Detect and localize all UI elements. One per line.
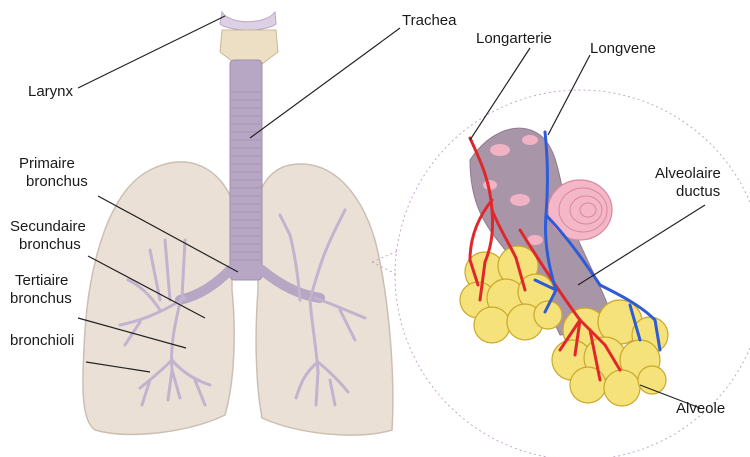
label-trachea: Trachea	[402, 12, 456, 29]
thyroid-cartilage	[220, 30, 278, 64]
label-primary-bronchus-line1: Primaire	[19, 155, 75, 172]
duct-cross-section	[548, 180, 612, 240]
label-secondary-bronchus-line2: bronchus	[19, 236, 81, 253]
label-primary-bronchus-line2: bronchus	[26, 173, 88, 190]
larynx	[220, 12, 276, 30]
label-pulmonary-vein: Longvene	[590, 40, 656, 57]
trachea	[230, 60, 262, 280]
label-bronchioles: bronchioli	[10, 332, 74, 349]
label-larynx: Larynx	[28, 83, 73, 100]
label-tertiary-bronchus-line1: Tertiaire	[15, 272, 68, 289]
label-alveolus: Alveole	[676, 400, 725, 417]
label-tertiary-bronchus-line2: bronchus	[10, 290, 72, 307]
label-secondary-bronchus-line1: Secundaire	[10, 218, 86, 235]
label-alveolar-duct-line1: Alveolaire	[655, 165, 721, 182]
label-alveolar-duct-line2: ductus	[676, 183, 720, 200]
label-pulmonary-artery: Longarterie	[476, 30, 552, 47]
